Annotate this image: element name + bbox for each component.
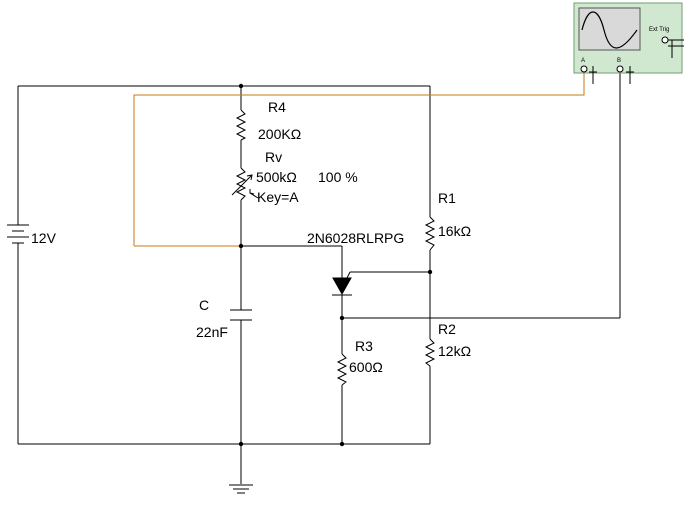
- rv-name-label: Rv: [265, 149, 282, 165]
- channel-b-label: B: [617, 58, 621, 64]
- r2-name-label: R2: [438, 321, 456, 337]
- r3-value-label: 600Ω: [349, 359, 383, 375]
- rv-key-label: Key=A: [257, 189, 299, 205]
- r2-resistor: [424, 338, 436, 367]
- ext-trig-label: Ext Trig: [649, 27, 669, 33]
- capacitor-symbol: [230, 309, 252, 321]
- r3-resistor: [336, 353, 348, 386]
- scope-a-wire: [133, 72, 585, 247]
- capacitor-value-label: 22nF: [196, 324, 228, 340]
- put-part-label: 2N6028RLRPG: [307, 230, 404, 246]
- r4-name-label: R4: [268, 99, 286, 115]
- ext-trig-terminal[interactable]: [661, 36, 669, 44]
- battery-symbol: [7, 224, 29, 248]
- r4-value-label: 200KΩ: [258, 126, 301, 142]
- oscilloscope[interactable]: Ext Trig A B: [573, 2, 684, 84]
- channel-a-terminal[interactable]: [580, 65, 588, 73]
- put-thyristor: [332, 271, 352, 296]
- battery-value-label: 12V: [31, 230, 57, 246]
- channel-b-terminal[interactable]: [616, 65, 624, 73]
- r1-resistor: [424, 216, 436, 251]
- channel-a-label: A: [581, 58, 585, 64]
- r1-value-label: 16kΩ: [438, 223, 471, 239]
- r3-name-label: R3: [355, 338, 373, 354]
- r4-resistor: [235, 109, 247, 141]
- junction-dots: [238, 83, 433, 447]
- ground-symbol: [229, 484, 253, 494]
- capacitor-name-label: C: [199, 297, 209, 313]
- rv-percent-label: 100 %: [318, 169, 358, 185]
- r1-name-label: R1: [438, 190, 456, 206]
- rv-potentiometer: [231, 167, 259, 201]
- r2-value-label: 12kΩ: [438, 343, 471, 359]
- rv-value-label: 500kΩ: [256, 169, 297, 185]
- sine-wave-icon: [581, 11, 638, 49]
- main-wires: [17, 72, 621, 484]
